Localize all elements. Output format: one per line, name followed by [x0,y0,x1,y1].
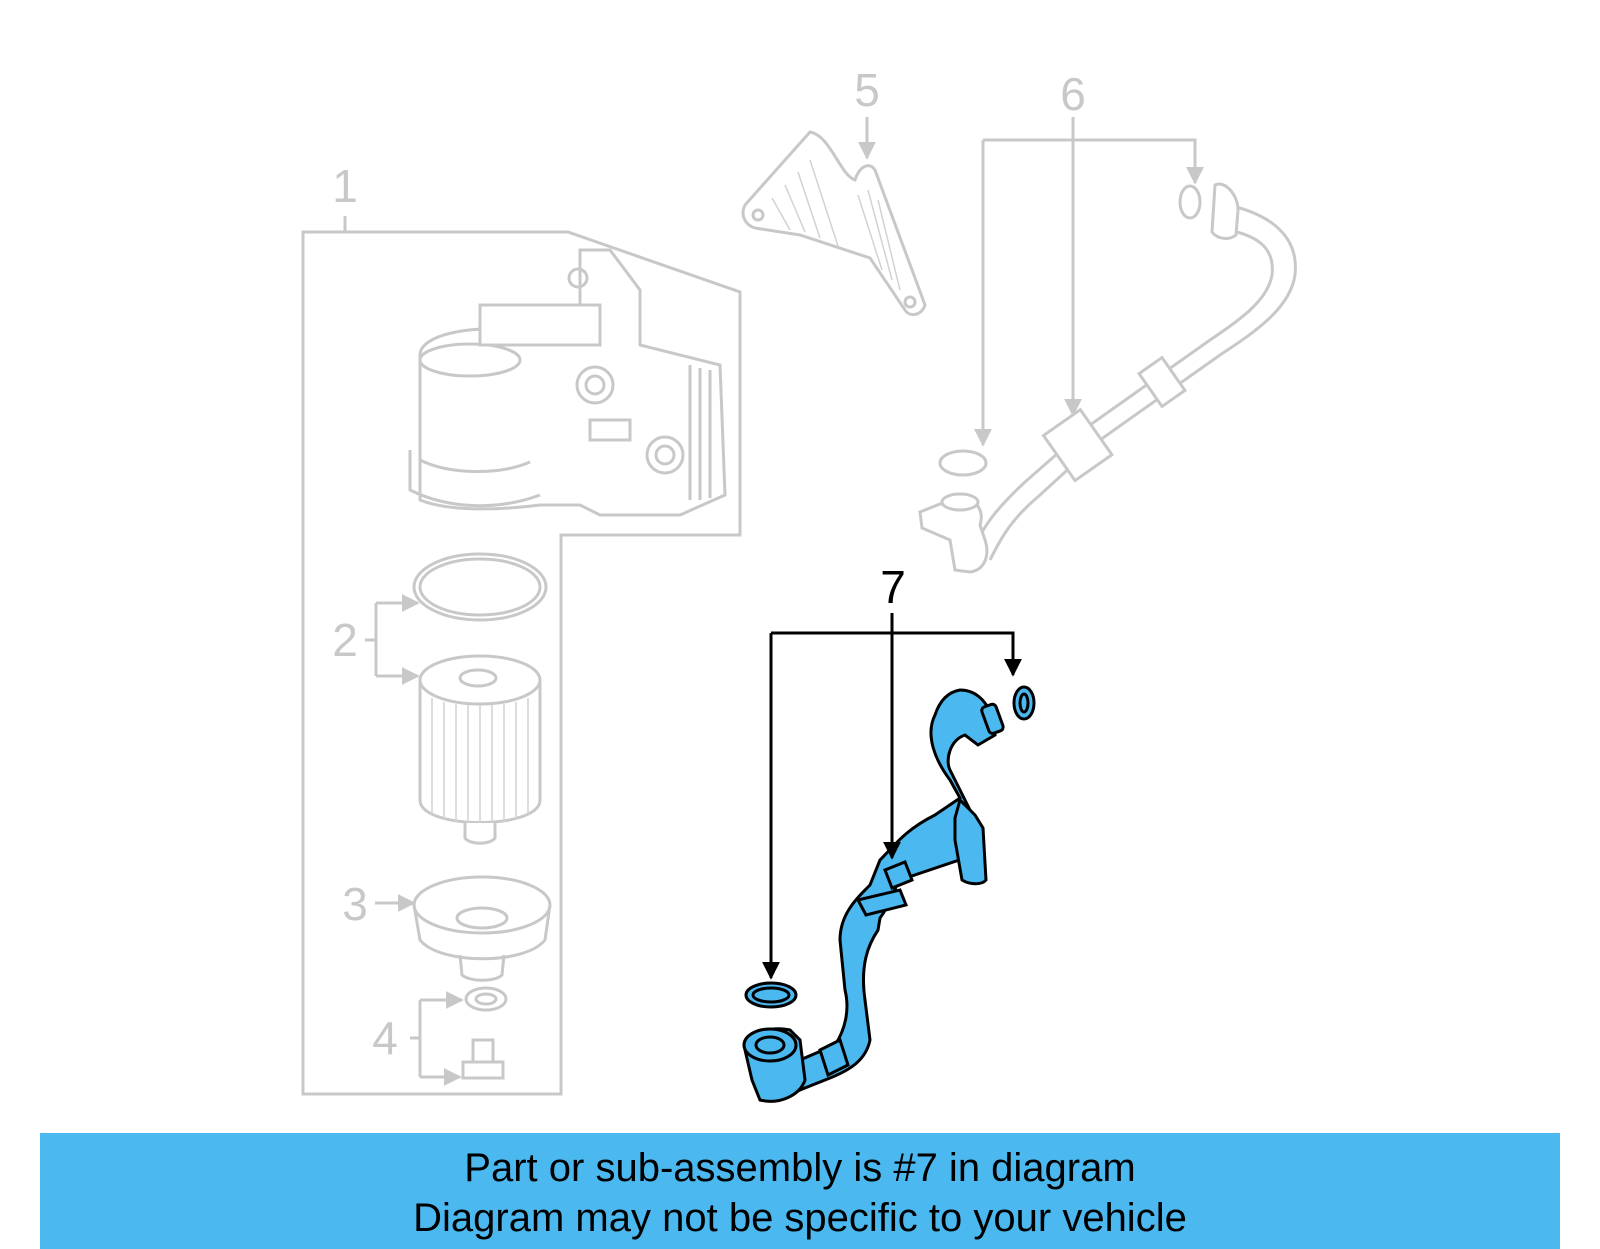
banner-line-2: Diagram may not be specific to your vehi… [413,1196,1187,1240]
oil-filter-housing [408,248,727,517]
part-5-bracket [741,117,927,317]
callout-2: 2 [332,614,358,666]
part-3-filter-cap [412,875,552,982]
part-1-oil-filter-housing-group [301,216,742,1096]
callout-4: 4 [372,1012,398,1064]
callout-3: 3 [342,878,368,930]
part-2-filter-element [418,654,542,845]
banner-line-1: Part or sub-assembly is #7 in diagram [464,1146,1136,1190]
callout-1: 1 [332,160,358,212]
part-6-oil-pipe [918,117,1297,574]
part-1-bracket-outline [301,230,742,1096]
part-7-oil-pipe-highlighted [742,613,1036,1103]
part-4-washer [464,986,508,1012]
info-banner: Part or sub-assembly is #7 in diagram Di… [40,1133,1560,1249]
callout-5: 5 [854,64,880,116]
part-4-drain-plug [461,1038,505,1080]
part-6-o-ring-upper [1178,184,1202,220]
callout-6: 6 [1060,68,1086,120]
part-2-o-ring [412,552,548,622]
callout-7: 7 [880,561,906,613]
part-7-o-ring-upper [1012,685,1036,721]
part-6-o-ring-lower [938,449,988,477]
